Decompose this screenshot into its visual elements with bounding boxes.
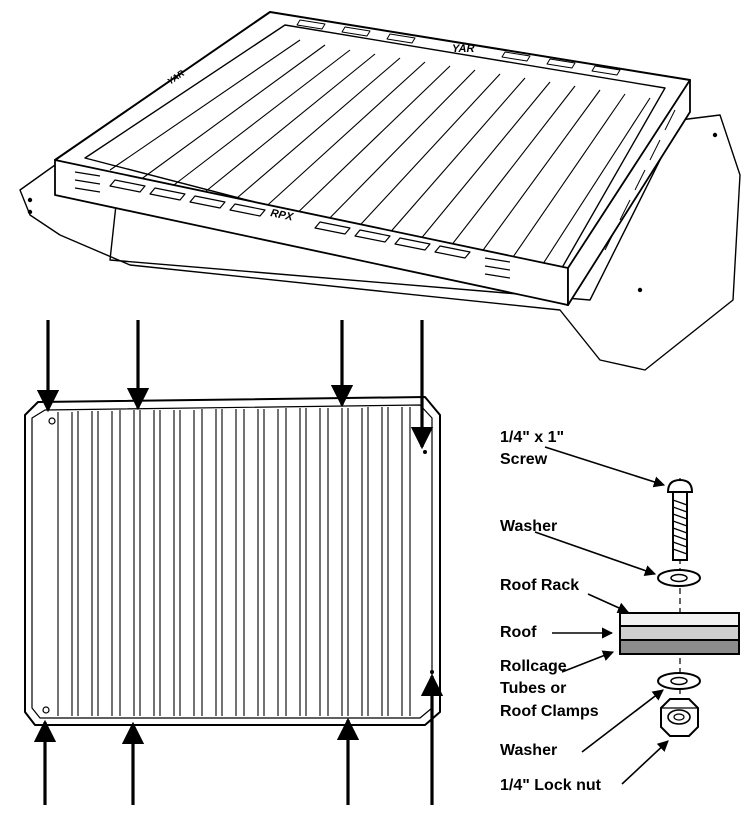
label-screw: Screw (500, 451, 548, 468)
washer-bottom-icon (657, 672, 701, 690)
mounting-point-arrows (33, 320, 444, 805)
leader-lock-nut (621, 740, 669, 785)
roof-rack-band (619, 612, 740, 627)
roof-rack-3d-view (19, 11, 741, 371)
rack-logo-back: YAR (452, 43, 474, 55)
rack-top-view (24, 396, 441, 726)
rack-logo-front: RPX (269, 207, 294, 224)
lock-nut-icon (660, 698, 699, 737)
rack-right-cutouts (604, 109, 676, 251)
rack-front-cutouts (74, 171, 511, 279)
screw-icon (666, 478, 694, 561)
rack-top-slats (57, 407, 411, 716)
label-roof-rack: Roof Rack (500, 577, 580, 594)
label-washer-bottom: Washer (500, 742, 558, 759)
label-rollcage: Rollcage (500, 658, 567, 675)
rack-right-rail (567, 79, 691, 306)
rack-back-cutouts (296, 19, 621, 76)
leader-screw (544, 446, 666, 488)
label-washer-top: Washer (500, 518, 558, 535)
label-leaders (534, 446, 669, 785)
label-roof: Roof (500, 624, 537, 641)
rack-slats (109, 39, 651, 285)
label-roof-clamps: Roof Clamps (500, 703, 599, 720)
hardware-stack (619, 478, 740, 737)
leader-rollcage (561, 650, 615, 673)
leader-roof-rack (587, 593, 630, 613)
rack-top-outline (24, 396, 441, 726)
leader-washer-top (534, 531, 657, 576)
label-screw-size: 1/4" x 1" (500, 429, 565, 446)
leader-washer-bottom (581, 689, 664, 753)
washer-top-icon (657, 569, 701, 587)
rollcage-band (619, 639, 740, 655)
roof-panel (19, 114, 741, 371)
label-tubes-or: Tubes or (500, 680, 567, 697)
label-lock-nut: 1/4" Lock nut (500, 777, 601, 794)
roof-band (619, 625, 740, 641)
